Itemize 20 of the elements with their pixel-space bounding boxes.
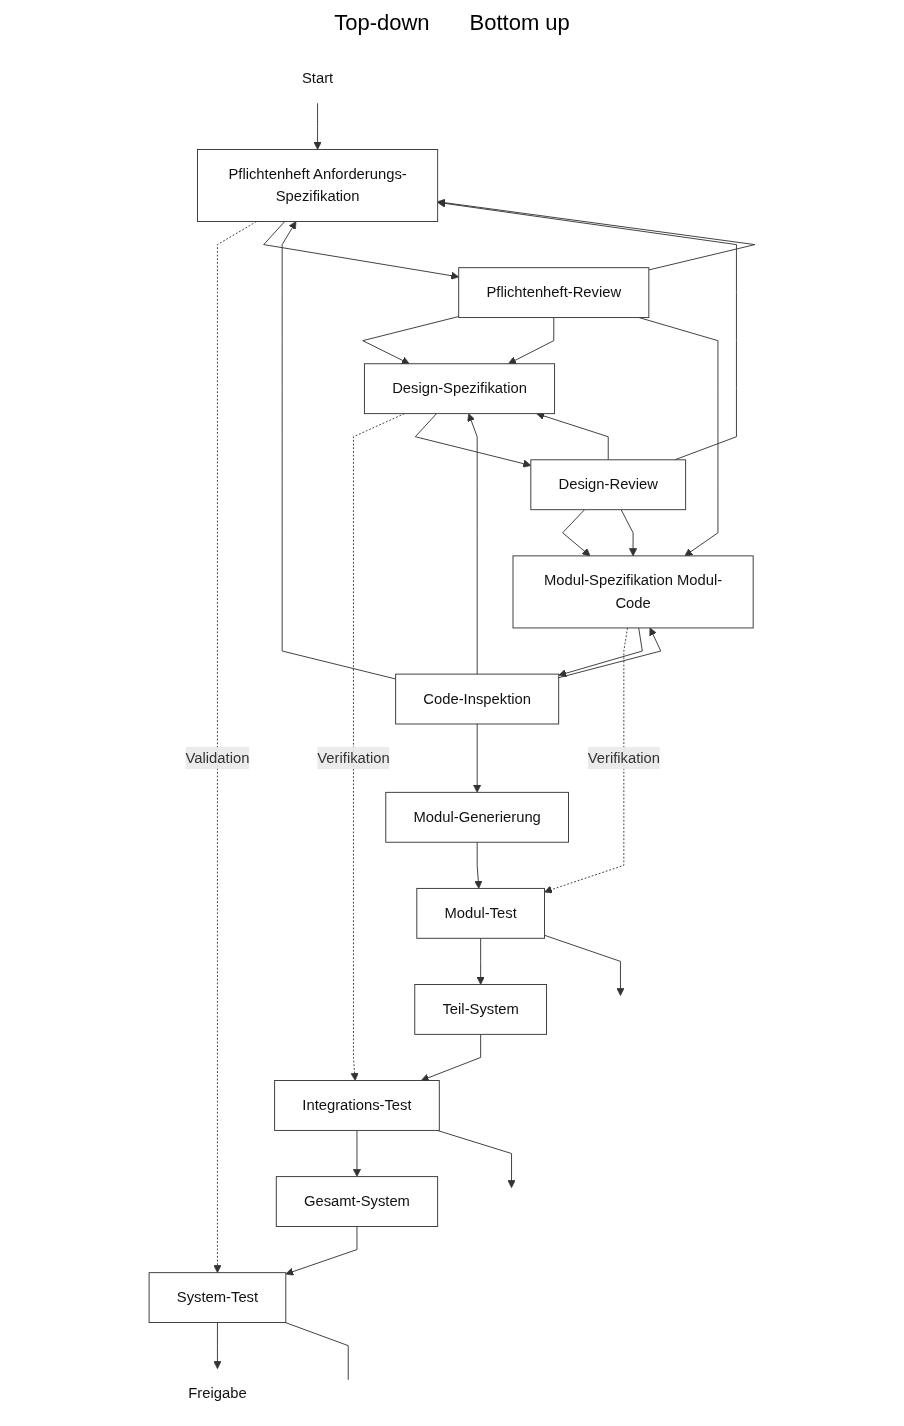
edge-label: Verifikation bbox=[317, 749, 390, 766]
edge-label: Validation bbox=[185, 749, 250, 766]
node-box: Pflichtenheft-Review bbox=[458, 267, 650, 319]
node-box: Modul-Test bbox=[416, 887, 545, 939]
node-box: Integrations-Test bbox=[274, 1080, 440, 1131]
node-text: Freigabe bbox=[188, 1385, 247, 1402]
node-box: Modul-Generierung bbox=[385, 791, 569, 843]
node-box: Pflichtenheft Anforderungs-Spezifikation bbox=[197, 149, 439, 222]
node-box: Design-Spezifikation bbox=[363, 363, 556, 415]
direction-note: Bottom up bbox=[469, 10, 570, 36]
direction-note: Top-down bbox=[334, 10, 430, 36]
node-box: Teil-System bbox=[414, 984, 548, 1035]
node-box: Gesamt-System bbox=[275, 1176, 439, 1227]
connector bbox=[284, 1322, 349, 1381]
node-box: Code-Inspektion bbox=[395, 673, 560, 725]
node-box: Modul-Spezifikation Modul-Code bbox=[512, 555, 754, 629]
node-text: Start bbox=[301, 70, 334, 86]
node-box: System-Test bbox=[148, 1272, 287, 1323]
node-box: Design-Review bbox=[530, 459, 687, 511]
edge-label: Verifikation bbox=[587, 749, 660, 766]
